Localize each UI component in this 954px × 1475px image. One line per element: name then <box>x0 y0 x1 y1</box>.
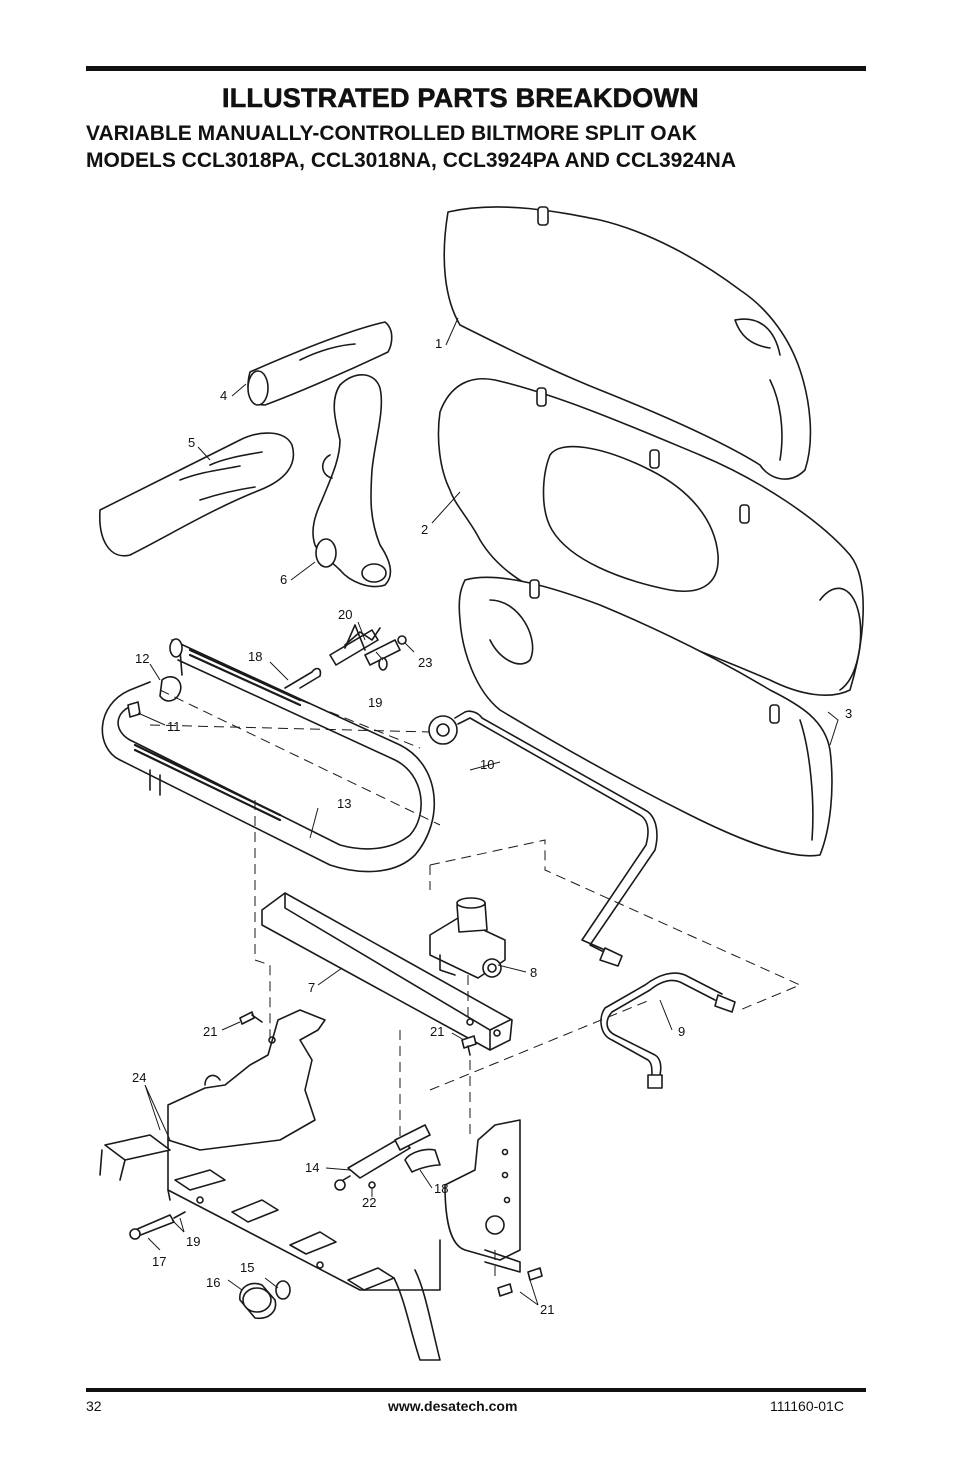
top-rule <box>86 66 866 71</box>
nut-19 <box>378 657 388 671</box>
callout-19b: 19 <box>186 1234 200 1249</box>
callout-21a: 21 <box>203 1024 217 1039</box>
callout-9: 9 <box>678 1024 685 1039</box>
callout-21b: 21 <box>430 1024 444 1039</box>
callout-21c: 21 <box>540 1302 554 1317</box>
log-6 <box>312 374 392 588</box>
log-2 <box>437 378 864 696</box>
igniter-17 <box>129 1211 186 1240</box>
callout-10: 10 <box>480 757 494 772</box>
nut-22 <box>368 1181 376 1189</box>
callout-23: 23 <box>418 655 432 670</box>
subtitle-line-1: VARIABLE MANUALLY-CONTROLLED BILTMORE SP… <box>86 122 697 145</box>
callout-20: 20 <box>338 607 352 622</box>
control-bracket-24 <box>99 1009 441 1361</box>
page-number: 32 <box>86 1398 102 1414</box>
callout-16: 16 <box>206 1275 220 1290</box>
gas-line-10 <box>428 710 658 967</box>
burner-13 <box>101 638 435 873</box>
callout-14: 14 <box>305 1160 319 1175</box>
log-3 <box>458 576 833 857</box>
callout-13: 13 <box>337 796 351 811</box>
screw-21a <box>239 1011 263 1025</box>
callout-18a: 18 <box>248 649 262 664</box>
callout-2: 2 <box>421 522 428 537</box>
log-4 <box>247 321 393 406</box>
knob-16 <box>239 1282 277 1320</box>
bracket-7 <box>261 892 513 1051</box>
tube-18b <box>404 1148 441 1173</box>
gas-line-9 <box>600 972 736 1089</box>
document-number: 111160-01C <box>770 1398 844 1414</box>
pilot-assembly-20 <box>329 624 407 666</box>
screw-21c <box>497 1267 543 1297</box>
log-5 <box>99 432 295 557</box>
callout-5: 5 <box>188 435 195 450</box>
callout-15: 15 <box>240 1260 254 1275</box>
callout-6: 6 <box>280 572 287 587</box>
callout-1: 1 <box>435 336 442 351</box>
regulator-8 <box>429 897 506 979</box>
callout-18b: 18 <box>434 1181 448 1196</box>
screw-21b <box>461 1035 477 1056</box>
bottom-rule <box>86 1388 866 1392</box>
orifice-11 <box>127 701 141 718</box>
footer-url: www.desatech.com <box>388 1398 518 1414</box>
callout-24: 24 <box>132 1070 146 1085</box>
subtitle-line-2: MODELS CCL3018PA, CCL3018NA, CCL3924PA A… <box>86 149 737 172</box>
callout-22: 22 <box>362 1195 376 1210</box>
callout-7: 7 <box>308 980 315 995</box>
rear-log-1 <box>443 206 812 480</box>
callout-19a: 19 <box>368 695 382 710</box>
callout-12: 12 <box>135 651 149 666</box>
page-subtitle: VARIABLE MANUALLY-CONTROLLED BILTMORE SP… <box>86 120 736 174</box>
side-bracket <box>444 1119 521 1273</box>
callout-3: 3 <box>845 706 852 721</box>
callout-17: 17 <box>152 1254 166 1269</box>
control-valve-14 <box>334 1124 431 1191</box>
nut-15 <box>275 1280 291 1300</box>
page-title: ILLUSTRATED PARTS BREAKDOWN <box>222 83 699 114</box>
pilot-tube-18 <box>284 667 322 689</box>
callout-11: 11 <box>167 719 181 734</box>
callout-8: 8 <box>530 965 537 980</box>
callout-4: 4 <box>220 388 227 403</box>
bracket-12 <box>159 676 182 702</box>
parts-diagram: 1 2 3 4 5 6 7 8 9 10 11 12 13 14 15 16 1… <box>99 206 864 1361</box>
